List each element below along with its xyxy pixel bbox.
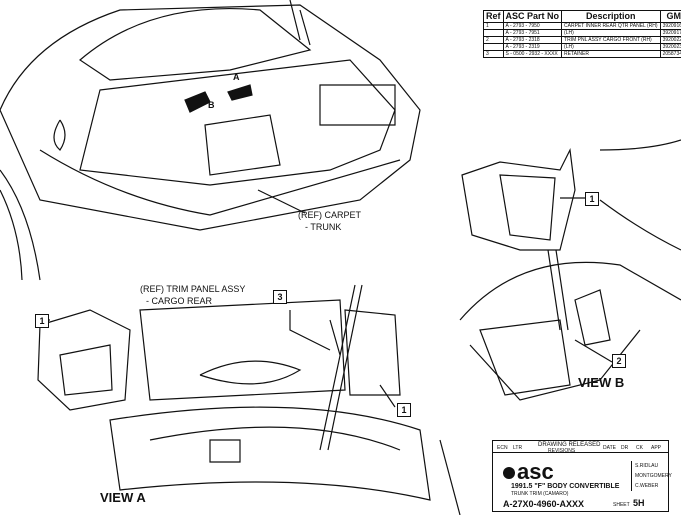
cell: 3	[483, 50, 504, 58]
cell: (LH)	[561, 43, 661, 51]
col-part-no: ASC Part No	[502, 10, 563, 23]
col-ref: Ref	[483, 10, 504, 23]
table-row: A - 2793 - 2319(LH)3920023	[483, 43, 681, 51]
cell: 3920916	[659, 22, 681, 30]
drawing-number: A-27X0-4960-AXXX	[503, 499, 585, 509]
parts-table-header: Ref ASC Part No Description GM	[483, 10, 681, 23]
cell: RETAINER	[561, 50, 661, 58]
ck-label: CK	[636, 445, 643, 451]
cell: A - 2793 - 7950	[502, 22, 563, 30]
trim-label-2: - CARGO REAR	[146, 296, 213, 306]
revisions-label: REVISIONS	[548, 448, 576, 454]
dr-label: DR	[621, 445, 629, 451]
cell: 3920023	[659, 43, 681, 51]
cell: CARPET INNER REAR QTR PANEL (RH)	[561, 22, 661, 30]
carpet-label: (REF) CARPET	[298, 210, 361, 220]
table-row: A - 2793 - 7951(LH)3920917	[483, 29, 681, 37]
arrow-a-label: A	[233, 72, 240, 82]
title-block: ECN LTR DRAWING RELEASED REVISIONS DATE …	[492, 440, 672, 512]
cell: A - 2793 - 2319	[502, 43, 563, 51]
view-b-title: VIEW B	[578, 375, 625, 390]
released-label: DRAWING RELEASED	[538, 442, 601, 448]
callout-2: 2	[612, 354, 626, 368]
ecn-label: ECN	[497, 445, 508, 451]
callout-1: 1	[35, 314, 49, 328]
callout-1: 1	[397, 403, 411, 417]
car-rear-illustration	[0, 0, 421, 281]
view-a-title: VIEW A	[100, 490, 146, 505]
app-label: APP	[651, 445, 662, 451]
name: S.RIDLAU	[635, 463, 659, 469]
col-gm: GM	[659, 10, 681, 23]
cell: 2	[483, 36, 504, 44]
callout-1: 1	[585, 192, 599, 206]
col-description: Description	[561, 10, 661, 23]
cell: 3920022	[659, 36, 681, 44]
cell: A - 2793 - 2318	[502, 36, 563, 44]
view-b-illustration	[459, 139, 681, 401]
date-label: DATE	[603, 445, 616, 451]
cell: 3920917	[659, 29, 681, 37]
cell: S - 0500 - 2932 - XXXX	[502, 50, 563, 58]
cell	[483, 43, 504, 51]
drawing-title: 1991.5 "F" BODY CONVERTIBLE	[511, 483, 620, 490]
callout-3: 3	[273, 290, 287, 304]
view-a-illustration	[37, 284, 461, 515]
cell: 20587349	[659, 50, 681, 58]
table-row: 3S - 0500 - 2932 - XXXXRETAINER20587349	[483, 50, 681, 58]
name: C.WEBER	[635, 483, 659, 489]
name: MONTGOMERY	[635, 473, 672, 479]
cell: TRIM PNL ASSY CARGO FRONT (RH)	[561, 36, 661, 44]
trim-label: (REF) TRIM PANEL ASSY	[140, 284, 246, 294]
sheet-label: SHEET	[613, 502, 630, 508]
arrow-b-label: B	[208, 100, 215, 110]
drawing-subtitle: TRUNK TRIM (CAMARO)	[511, 491, 569, 497]
ltr-label: LTR	[513, 445, 523, 451]
cell: 1	[483, 22, 504, 30]
sheet-number: 5H	[633, 498, 645, 508]
carpet-label-2: - TRUNK	[305, 222, 342, 232]
asc-logo: asc	[503, 459, 554, 485]
cell: A - 2793 - 7951	[502, 29, 563, 37]
cell: (LH)	[561, 29, 661, 37]
cell	[483, 29, 504, 37]
